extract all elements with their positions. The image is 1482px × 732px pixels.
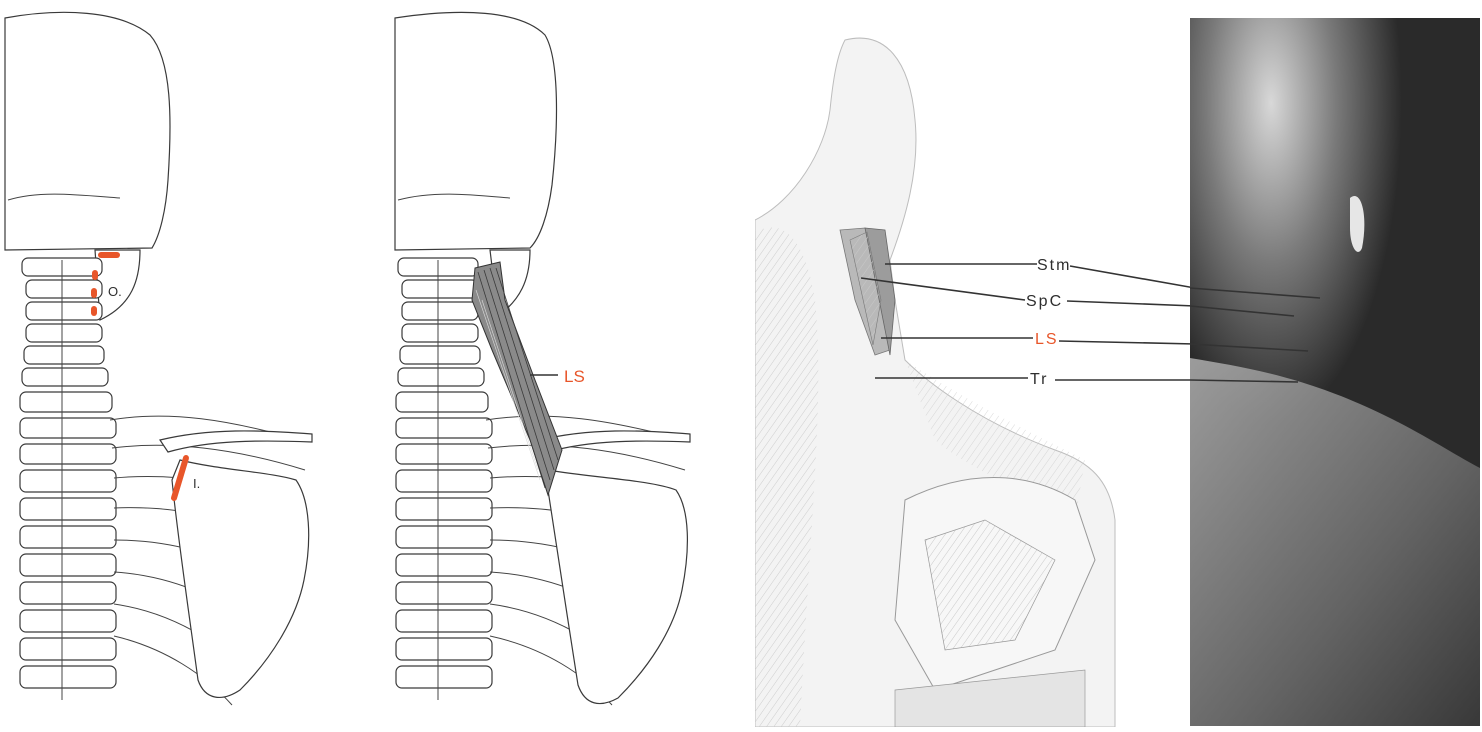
scapula (172, 460, 309, 697)
insertion-label: I. (193, 476, 200, 491)
shoulder-sketch-panel: Stm SpC LS Tr (755, 0, 1195, 727)
ls-leader-right (1059, 341, 1195, 344)
clavicle (540, 431, 690, 452)
muscle-drawing-panel: LS (380, 0, 700, 727)
spine (396, 258, 492, 700)
spc-leader-right (1067, 301, 1195, 306)
skeleton-drawing: O. I. (0, 0, 340, 727)
stm-leader-right (1070, 266, 1195, 288)
muscle-drawing: LS (380, 0, 700, 727)
origin-label: O. (108, 284, 122, 299)
skull (5, 12, 170, 250)
skull (395, 12, 556, 250)
muscle-label: LS (564, 367, 585, 386)
stm-label: Stm (1037, 257, 1071, 274)
tr-label: Tr (1030, 371, 1049, 388)
neck-photograph (1190, 18, 1480, 726)
ls-label: LS (1035, 331, 1059, 348)
skeleton-origin-insertion-panel: O. I. (0, 0, 340, 727)
origin-mark-top (98, 252, 120, 258)
shoulder-sketch: Stm SpC LS Tr (755, 0, 1195, 727)
spine (20, 258, 116, 700)
clavicle (160, 431, 312, 452)
neck-photograph-panel (1190, 18, 1480, 726)
spc-label: SpC (1026, 293, 1063, 310)
